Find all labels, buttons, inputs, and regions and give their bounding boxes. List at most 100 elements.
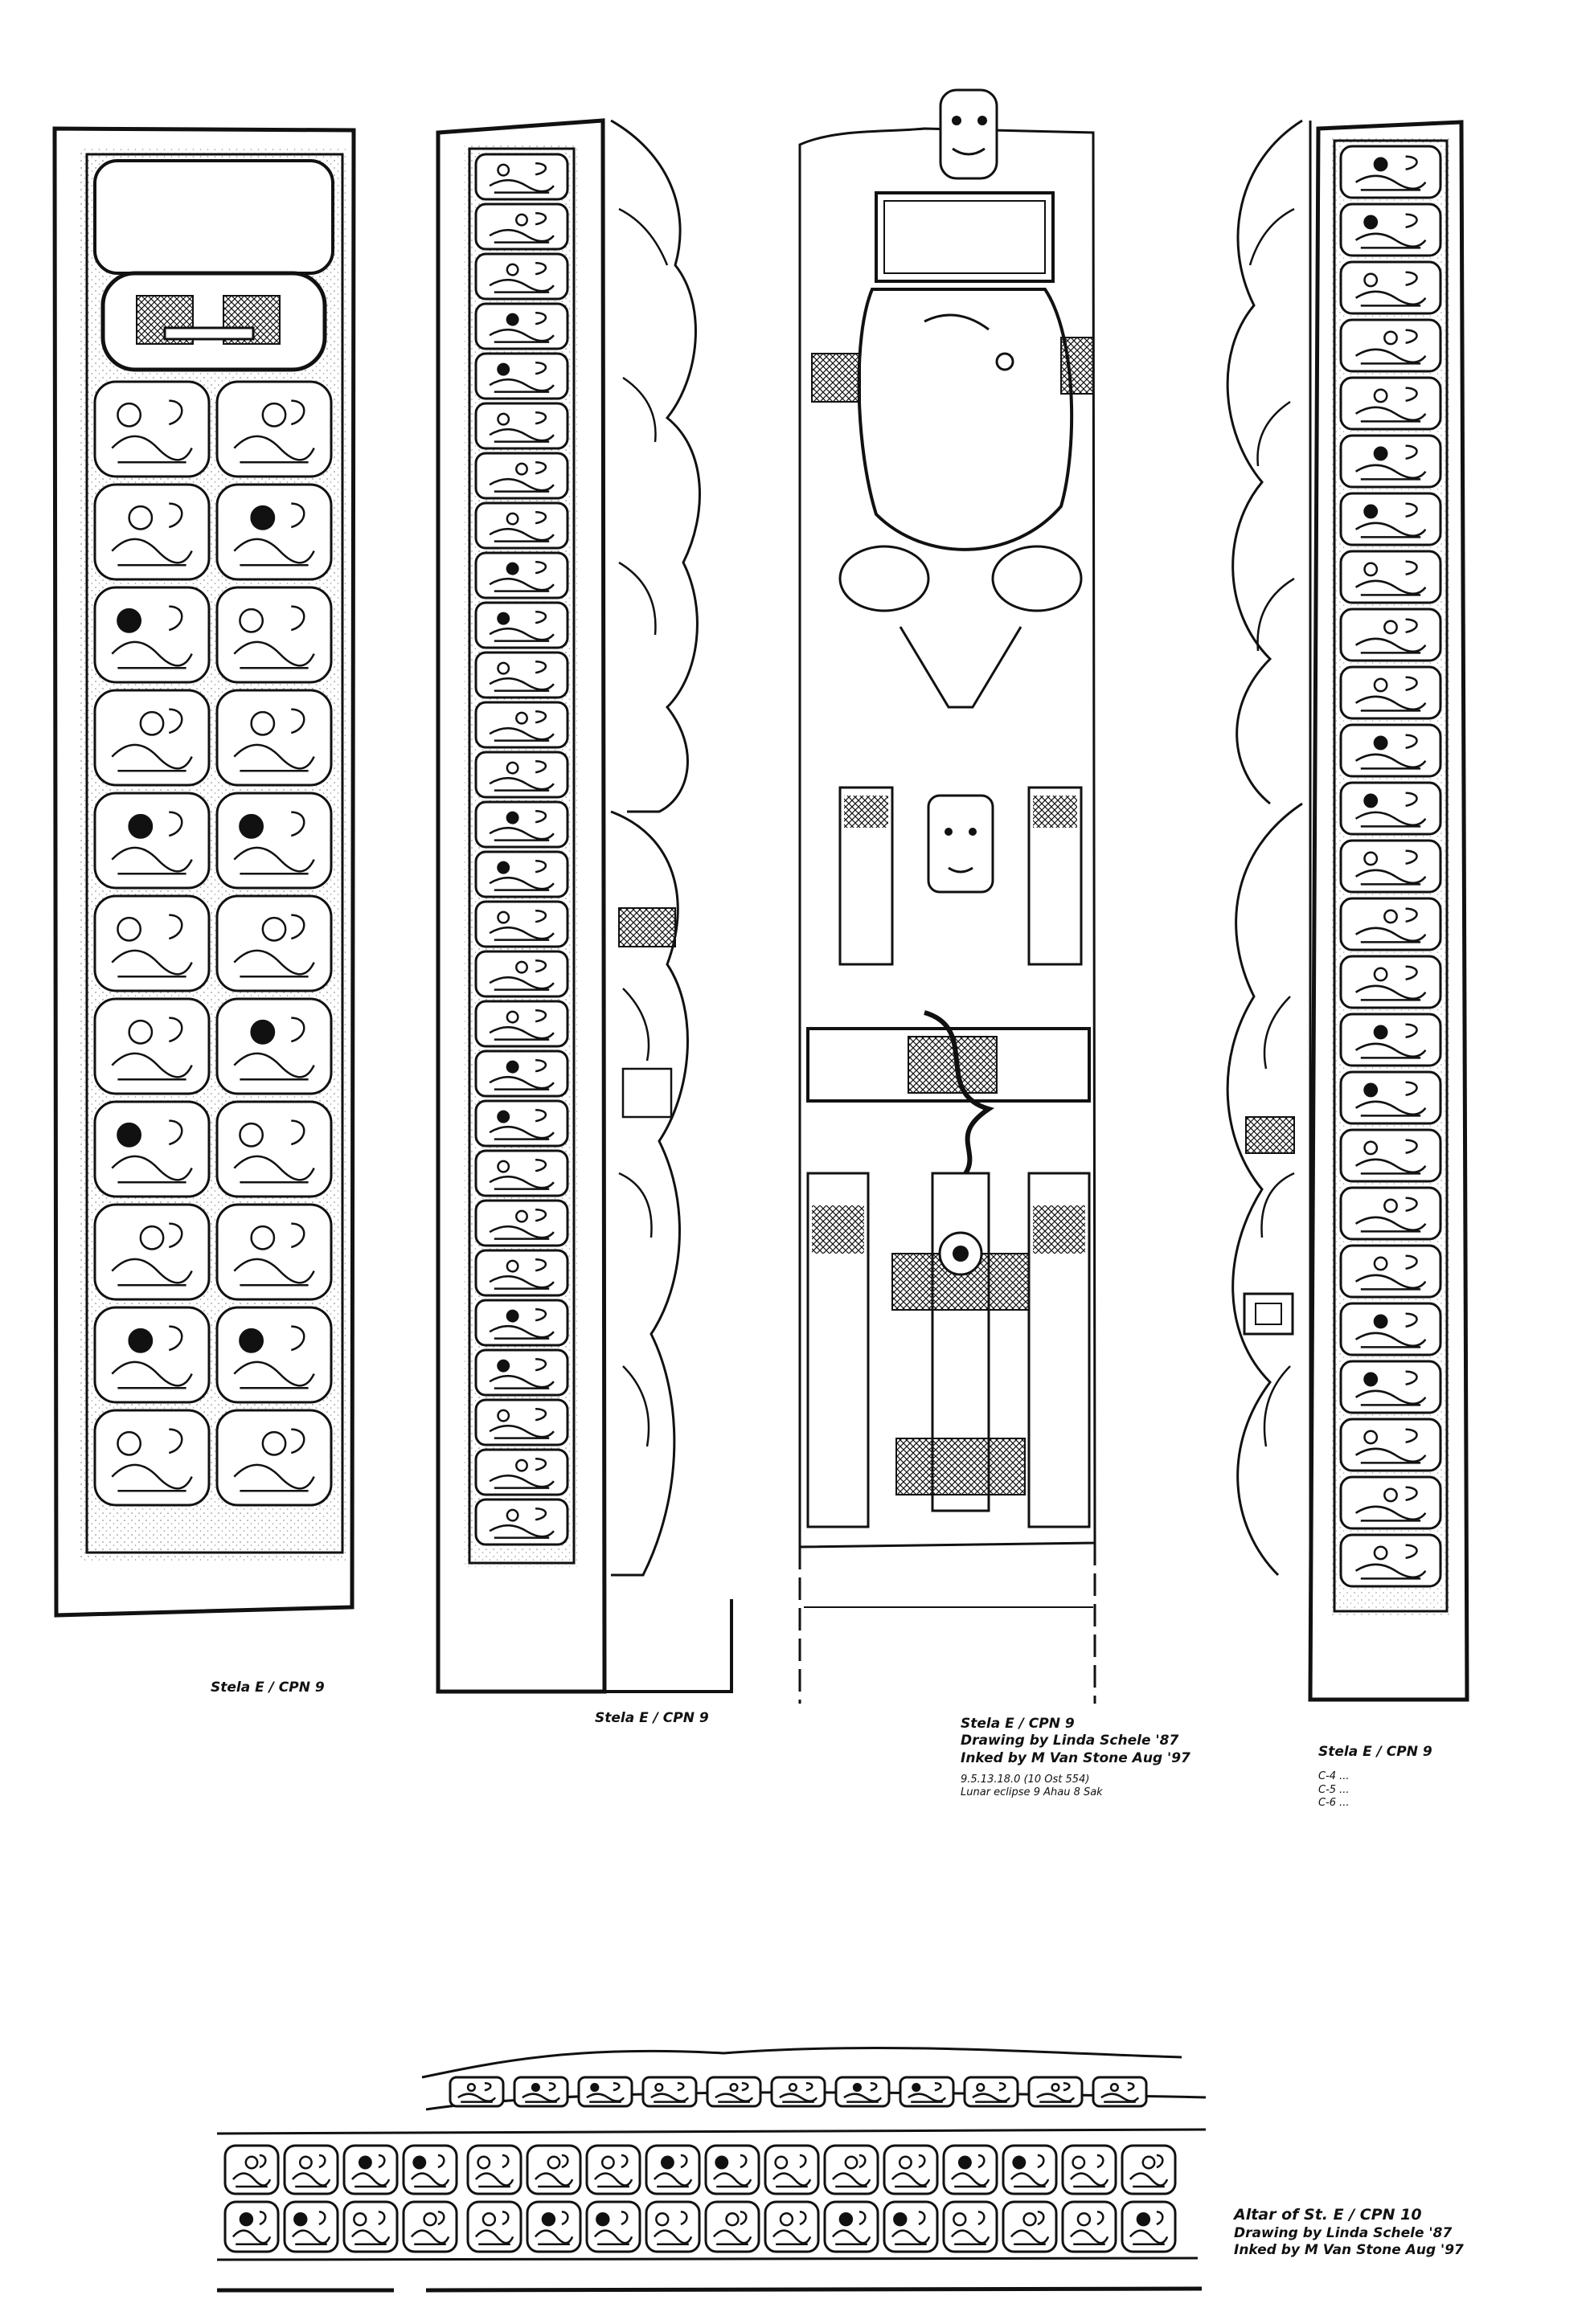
glyph-block xyxy=(93,1409,211,1507)
glyph-block xyxy=(215,997,333,1095)
caption-side-d-note: C-4 ... xyxy=(1318,1770,1350,1783)
stela-side-d-drawing xyxy=(1226,119,1469,1702)
glyph-block xyxy=(1339,1302,1442,1356)
glyph-block xyxy=(1339,665,1442,720)
glyph-block xyxy=(474,800,569,849)
glyph-block xyxy=(474,203,569,251)
glyph-block xyxy=(1121,2144,1177,2195)
glyph-block xyxy=(215,689,333,787)
glyph-block xyxy=(215,1203,333,1301)
caption-side-b: Stela E / CPN 9 xyxy=(595,1710,709,1726)
glyph-block xyxy=(466,2200,522,2253)
glyph-block xyxy=(474,751,569,799)
glyph-block xyxy=(1092,2076,1148,2108)
glyph-block xyxy=(1061,2200,1117,2253)
glyph-block xyxy=(474,153,569,201)
glyph-block xyxy=(474,1398,569,1446)
stela-side-a-drawing xyxy=(52,126,356,1618)
glyph-block xyxy=(93,689,211,787)
caption-altar-inked: Inked by M Van Stone Aug '97 xyxy=(1234,2242,1464,2258)
glyph-block xyxy=(883,2144,939,2195)
caption-side-a: Stela E / CPN 9 xyxy=(211,1680,325,1696)
glyph-block xyxy=(474,551,569,599)
caption-front-drawn: Drawing by Linda Schele '87 xyxy=(961,1733,1179,1749)
glyph-block xyxy=(402,2144,458,2195)
glyph-block xyxy=(1339,203,1442,257)
glyph-block xyxy=(823,2200,879,2253)
glyph-block xyxy=(223,2144,280,2195)
caption-side-d: Stela E / CPN 9 C-4 ... C-5 ... C-6 ... xyxy=(1318,1744,1432,1810)
glyph-block xyxy=(93,1100,211,1198)
glyph-block xyxy=(215,1100,333,1198)
glyph-block xyxy=(215,894,333,992)
glyph-block xyxy=(585,2144,641,2195)
glyph-block xyxy=(215,1306,333,1404)
glyph-block xyxy=(215,586,333,684)
glyph-block xyxy=(1339,260,1442,315)
glyph-block xyxy=(474,701,569,749)
caption-side-d-title: Stela E / CPN 9 xyxy=(1318,1744,1432,1760)
glyph-block xyxy=(1121,2200,1177,2253)
glyph-block xyxy=(526,2144,582,2195)
caption-front-event: Lunar eclipse 9 Ahau 8 Sak xyxy=(961,1786,1103,1798)
glyph-block xyxy=(1061,2144,1117,2195)
glyph-block xyxy=(93,586,211,684)
glyph-block xyxy=(474,900,569,948)
glyph-block xyxy=(1339,897,1442,951)
glyph-block xyxy=(1339,492,1442,546)
glyph-block xyxy=(706,2076,762,2108)
glyph-block xyxy=(474,352,569,400)
glyph-block xyxy=(1339,1128,1442,1183)
glyph-block xyxy=(1339,1013,1442,1067)
glyph-block xyxy=(1339,434,1442,489)
caption-side-d-note: C-5 ... xyxy=(1318,1783,1350,1796)
glyph-block xyxy=(215,1409,333,1507)
glyph-block xyxy=(474,1498,569,1546)
glyph-block xyxy=(474,1099,569,1148)
glyph-block xyxy=(641,2076,698,2108)
glyph-block xyxy=(283,2144,339,2195)
glyph-block xyxy=(474,452,569,500)
glyph-block xyxy=(474,1199,569,1247)
glyph-block xyxy=(215,380,333,478)
glyph-block xyxy=(645,2200,701,2253)
glyph-block xyxy=(1027,2076,1084,2108)
glyph-block xyxy=(585,2200,641,2253)
glyph-block xyxy=(474,950,569,998)
glyph-block xyxy=(942,2200,998,2253)
glyph-block xyxy=(1339,376,1442,431)
glyph-block xyxy=(474,1448,569,1496)
glyph-block xyxy=(1339,608,1442,662)
caption-altar-drawn: Drawing by Linda Schele '87 xyxy=(1234,2224,1453,2241)
glyph-block xyxy=(770,2076,826,2108)
glyph-block xyxy=(1339,550,1442,604)
caption-front-inked: Inked by M Van Stone Aug '97 xyxy=(961,1749,1190,1766)
glyph-block xyxy=(93,997,211,1095)
caption-altar-title: Altar of St. E / CPN 10 xyxy=(1234,2206,1422,2224)
glyph-block xyxy=(474,252,569,301)
glyph-block xyxy=(474,1000,569,1048)
glyph-block xyxy=(1339,1418,1442,1472)
glyph-block xyxy=(215,792,333,890)
glyph-block xyxy=(963,2076,1019,2108)
glyph-block xyxy=(342,2200,399,2253)
glyph-block xyxy=(1339,1475,1442,1530)
caption-front-date: 9.5.13.18.0 (10 Ost 554) xyxy=(961,1773,1090,1786)
glyph-block xyxy=(645,2144,701,2195)
glyph-block xyxy=(1339,955,1442,1009)
glyph-block xyxy=(474,1049,569,1098)
glyph-block xyxy=(1339,1533,1442,1588)
glyph-block xyxy=(883,2200,939,2253)
altar-drawing xyxy=(216,2047,1207,2293)
glyph-block xyxy=(823,2144,879,2195)
glyph-block xyxy=(942,2144,998,2195)
glyph-block xyxy=(1002,2144,1058,2195)
glyph-block xyxy=(1339,1360,1442,1414)
glyph-block xyxy=(764,2144,820,2195)
glyph-block xyxy=(474,850,569,898)
glyph-block xyxy=(474,501,569,550)
glyph-block xyxy=(474,1348,569,1397)
glyph-block xyxy=(93,380,211,478)
glyph-block xyxy=(474,601,569,649)
caption-side-d-note: C-6 ... xyxy=(1318,1796,1350,1809)
